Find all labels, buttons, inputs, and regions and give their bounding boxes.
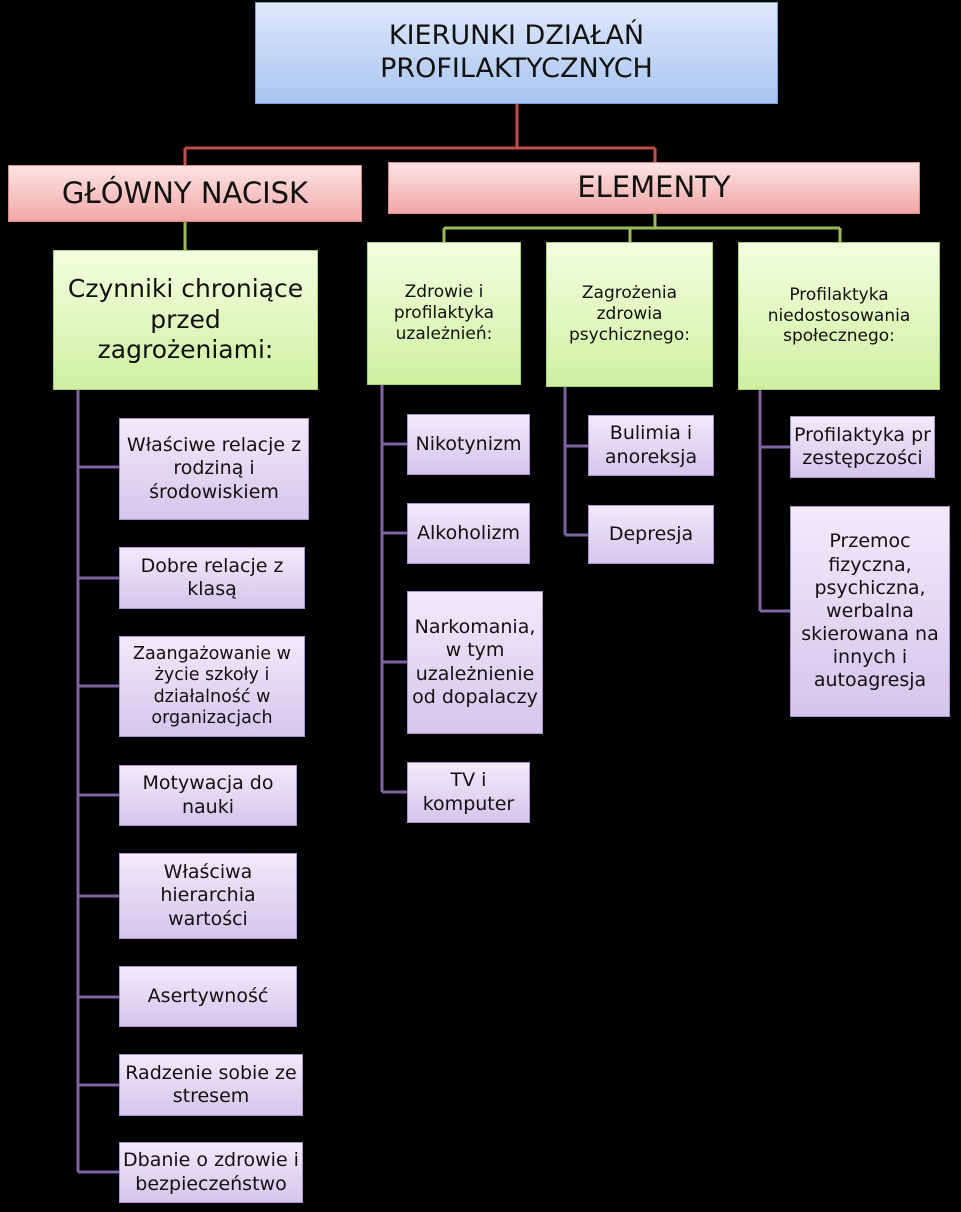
main-focus-item: Motywacja do nauki xyxy=(119,765,297,826)
main-focus-item-connectors xyxy=(76,390,119,1174)
group-3-item-label: Profilaktyka przestępczości xyxy=(794,423,931,469)
main-focus-item: Zaangażowanie w życie szkoły i działalno… xyxy=(119,636,305,737)
group-1-item-label: Narkomania, w tym uzależnienie od dopala… xyxy=(412,616,538,708)
root-connectors xyxy=(183,104,657,165)
main-focus-item: Dobre relacje z klasą xyxy=(119,547,305,609)
root-title: KIERUNKI DZIAŁAŃ PROFILAKTYCZNYCH xyxy=(380,20,653,84)
group-1-title: Zdrowie i profilaktyka uzależnień: xyxy=(393,282,495,344)
main-focus-item: Dbanie o zdrowie i bezpieczeństwo xyxy=(119,1142,303,1203)
group-1-item: Narkomania, w tym uzależnienie od dopala… xyxy=(407,591,543,734)
main-focus-item: Asertywność xyxy=(119,966,297,1027)
main-focus-item: Radzenie sobie ze stresem xyxy=(119,1054,303,1116)
group-2-item-label: Depresja xyxy=(608,522,694,545)
main-focus-item-label: Zaangażowanie w życie szkoły i działalno… xyxy=(133,643,291,728)
group-1-item: Alkoholizm xyxy=(407,503,530,564)
group-1-item-label: Nikotynizm xyxy=(415,432,522,455)
main-focus-item-label: Radzenie sobie ze stresem xyxy=(125,1061,297,1107)
group-3-item: Przemoc fizyczna, psychiczna, werbalna s… xyxy=(790,506,950,717)
root-box: KIERUNKI DZIAŁAŃ PROFILAKTYCZNYCH xyxy=(255,2,778,104)
elements-connectors xyxy=(442,214,842,242)
elements-header: ELEMENTY xyxy=(388,162,920,214)
main-focus-item-label: Właściwe relacje z rodziną i środowiskie… xyxy=(126,434,302,503)
main-focus-header: GŁÓWNY NACISK xyxy=(8,165,362,222)
main-focus-item-label: Asertywność xyxy=(147,984,269,1007)
group-1-item-label: TV i komputer xyxy=(422,769,515,815)
main-focus-item: Właściwa hierarchia wartości xyxy=(119,853,297,939)
group-3-box: Profilaktyka niedostosowania społecznego… xyxy=(738,242,940,390)
group-3-title: Profilaktyka niedostosowania społecznego… xyxy=(767,284,911,347)
main-focus-title: Czynniki chroniące przed zagrożeniami: xyxy=(67,274,304,365)
group-1-box: Zdrowie i profilaktyka uzależnień: xyxy=(367,242,521,385)
main-focus-item-label: Dobre relacje z klasą xyxy=(140,554,284,600)
group-3-item: Profilaktyka przestępczości xyxy=(790,416,935,478)
main-focus-item-label: Właściwa hierarchia wartości xyxy=(160,861,256,930)
main-focus-item-label: Dbanie o zdrowie i bezpieczeństwo xyxy=(123,1149,299,1195)
group-2-box: Zagrożenia zdrowia psychicznego: xyxy=(546,242,713,387)
group-1-item: Nikotynizm xyxy=(407,414,530,475)
main-focus-header-label: GŁÓWNY NACISK xyxy=(61,175,309,210)
group-3-item-connectors xyxy=(758,390,790,613)
group-2-item: Bulimia i anoreksja xyxy=(588,415,714,476)
group-1-item: TV i komputer xyxy=(407,762,530,823)
group-2-item-connectors xyxy=(563,387,588,537)
main-focus-item-label: Motywacja do nauki xyxy=(142,772,274,818)
group-3-item-label: Przemoc fizyczna, psychiczna, werbalna s… xyxy=(801,530,939,692)
group-1-item-label: Alkoholizm xyxy=(417,521,520,544)
group-2-item-label: Bulimia i anoreksja xyxy=(604,422,698,468)
group-2-item: Depresja xyxy=(588,505,714,564)
elements-header-label: ELEMENTY xyxy=(577,170,731,205)
main-focus-title-box: Czynniki chroniące przed zagrożeniami: xyxy=(53,250,318,390)
group-1-item-connectors xyxy=(380,385,407,794)
main-focus-item: Właściwe relacje z rodziną i środowiskie… xyxy=(119,418,309,520)
group-2-title: Zagrożenia zdrowia psychicznego: xyxy=(569,283,690,345)
